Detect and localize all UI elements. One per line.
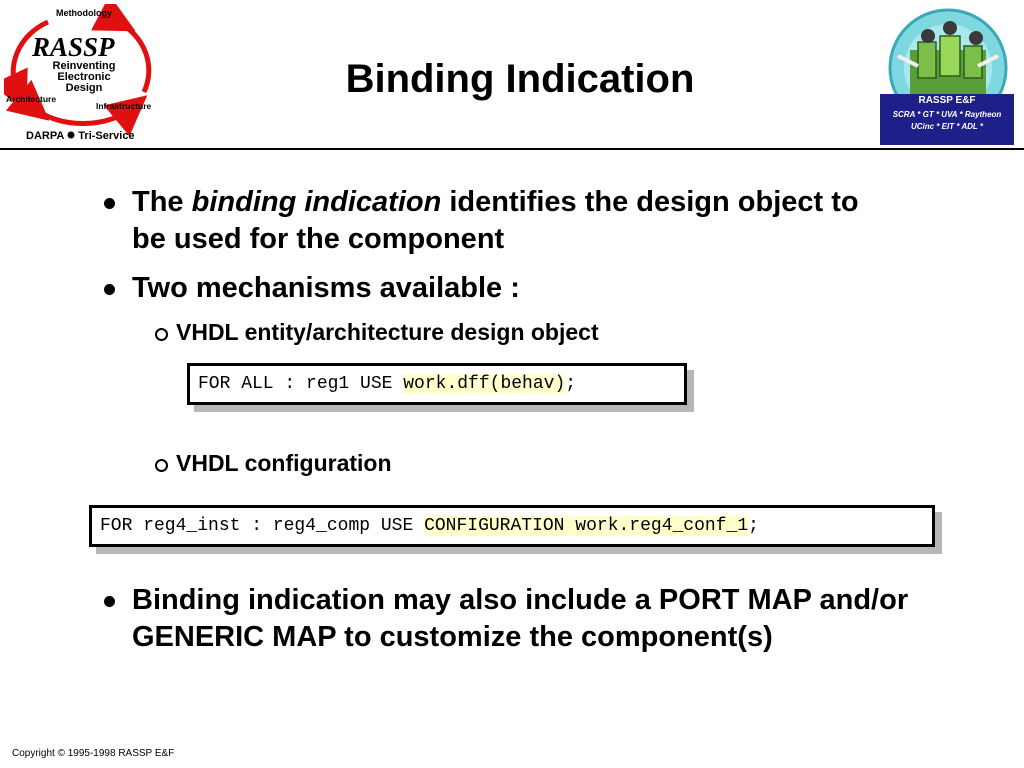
code-2-prefix: FOR reg4_inst : reg4_comp USE xyxy=(100,516,425,536)
bullet-dot-icon xyxy=(104,596,115,607)
bullet-1-post: identifies the design object to be used … xyxy=(132,186,859,255)
code-1-suffix: ; xyxy=(565,374,577,394)
logo-methodology-label: Methodology xyxy=(56,8,112,18)
logo-reinventing-line: Reinventing xyxy=(52,60,116,72)
darpa-text: DARPA xyxy=(26,130,65,142)
rassp-ef-logo: RASSP E&F SCRA * GT * UVA * Raytheon UCi… xyxy=(878,6,1018,145)
bullet-1-pre: The xyxy=(132,186,192,218)
rassp-logo: Methodology RASSP Reinventing Electronic… xyxy=(0,0,164,146)
hollow-bullet-icon xyxy=(155,459,168,472)
hollow-bullet-icon xyxy=(155,328,168,341)
logo-infrastructure-label: Infrastructure xyxy=(96,101,152,111)
ef-logo-partners-line-1: SCRA * GT * UVA * Raytheon xyxy=(892,110,1002,119)
bullet-dot-icon xyxy=(104,198,115,209)
logo-rassp-wordmark: RASSP xyxy=(32,32,115,62)
bullet-text: The binding indication identifies the de… xyxy=(132,184,864,258)
bullet-2-text: Two mechanisms available : xyxy=(132,272,520,304)
tri-service-text: Tri-Service xyxy=(78,130,135,142)
code-1-prefix: FOR ALL : reg1 USE xyxy=(198,374,404,394)
ef-logo-name: RASSP E&F xyxy=(918,95,976,106)
code-1-highlight: work.dff(behav) xyxy=(403,374,566,394)
copyright-footer: Copyright © 1995-1998 RASSP E&F xyxy=(12,748,175,759)
code-2-highlight: CONFIGURATION work.reg4_conf_1 xyxy=(424,516,749,536)
logo-reinventing-text: Reinventing Electronic Design xyxy=(4,61,164,94)
ef-city-icon xyxy=(888,8,1008,128)
rassp-arrows-icon xyxy=(0,0,152,139)
bullet-1-italic: binding indication xyxy=(191,186,442,218)
sub-bullet-1-text: VHDL entity/architecture design object xyxy=(176,319,599,345)
header-divider xyxy=(0,148,1024,150)
logo-darpa-label: DARPA Tri-Service xyxy=(26,130,135,142)
ef-logo-band xyxy=(880,94,1014,145)
logo-design-line: Design xyxy=(65,82,103,94)
ef-logo-partners-line-2: UCinc * EIT * ADL * xyxy=(910,122,983,131)
bullet-dot-icon xyxy=(104,284,115,295)
code-box-configuration-binding: FOR reg4_inst : reg4_comp USE CONFIGURAT… xyxy=(89,505,935,547)
bullet-3-text: Binding indication may also include a PO… xyxy=(132,584,909,653)
logo-architecture-label: Architecture xyxy=(6,94,57,104)
code-2-suffix: ; xyxy=(748,516,759,536)
code-box-entity-binding: FOR ALL : reg1 USE work.dff(behav); xyxy=(187,363,687,405)
slide-title: Binding Indication xyxy=(345,57,695,101)
sub-bullet-2-text: VHDL configuration xyxy=(176,450,392,476)
logo-electronic-line: Electronic xyxy=(57,71,111,83)
